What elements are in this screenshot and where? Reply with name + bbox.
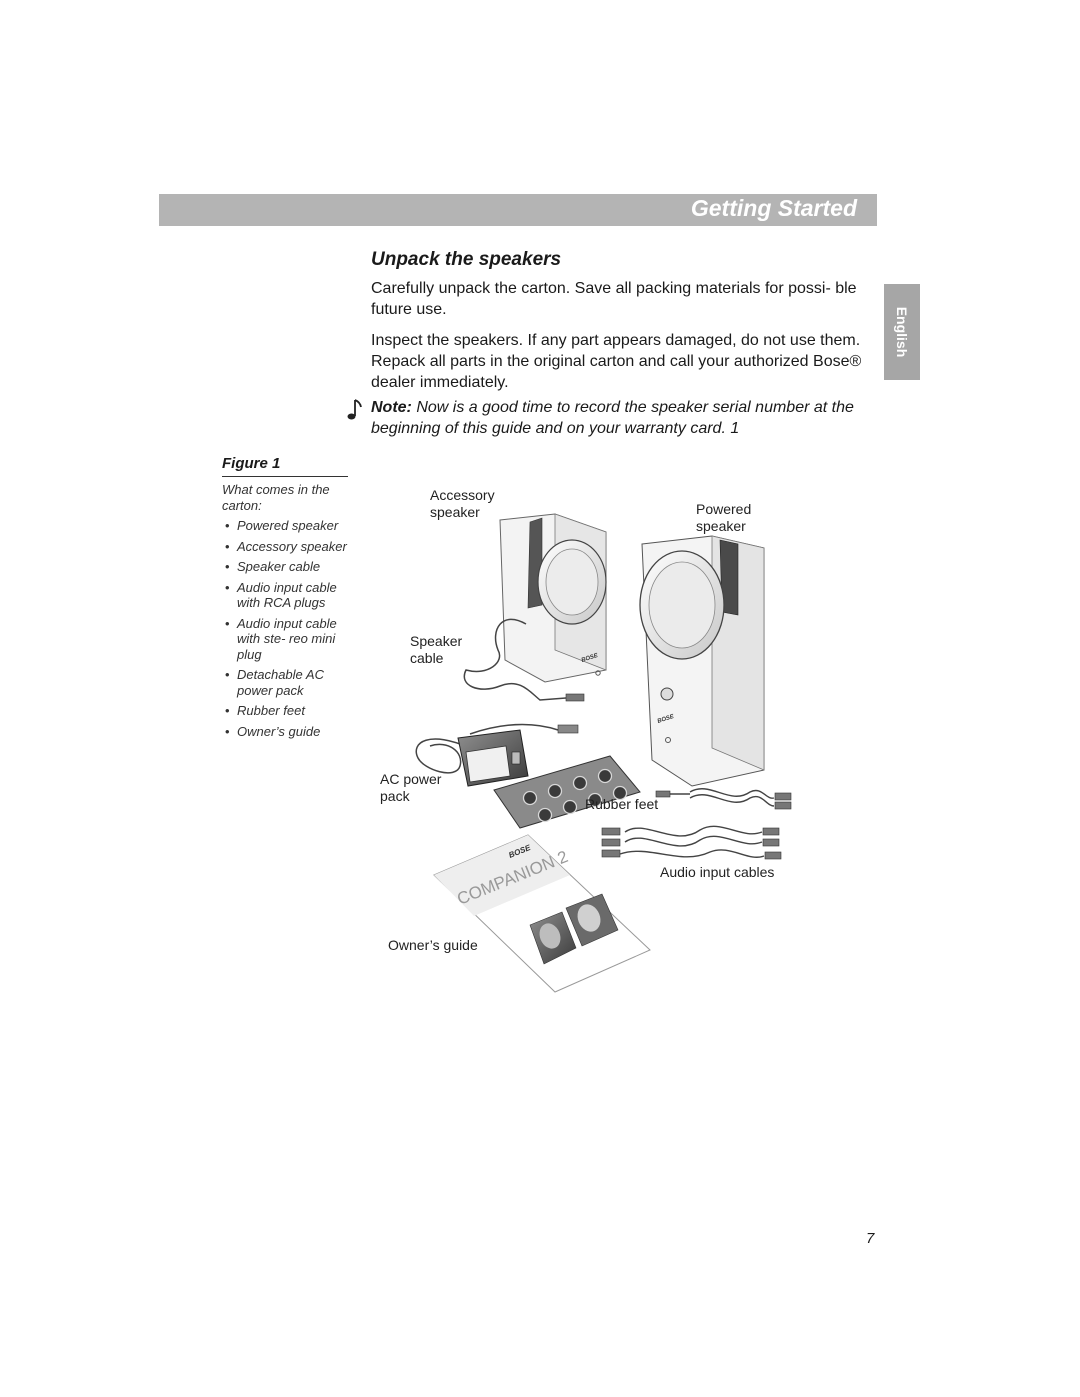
section-header-bar: Getting Started [159, 194, 877, 226]
ac-power-pack-image [415, 723, 579, 787]
page-number: 7 [866, 1230, 875, 1247]
bose-logo-powered: BOSE [657, 714, 676, 725]
caption-item: Audio input cable with RCA plugs [222, 580, 350, 611]
speaker-cable-image [463, 618, 567, 701]
figure-caption: What comes in the carton: Powered speake… [222, 482, 350, 739]
caption-item: Accessory speaker [222, 539, 350, 555]
caption-item: Audio input cable with ste- reo mini plu… [222, 616, 350, 663]
caption-item: Owner’s guide [222, 724, 350, 740]
label-powered-speaker: Powered speaker [696, 501, 752, 534]
unpack-paragraph: Carefully unpack the carton. Save all pa… [371, 280, 857, 318]
figure-rule [222, 476, 348, 477]
caption-item: Detachable AC power pack [222, 667, 350, 698]
audio-input-cables-image [619, 788, 775, 858]
note-label: Note: [371, 399, 412, 416]
bose-logo-accessory: BOSE [581, 653, 600, 664]
label-ac-power-pack: AC power pack [380, 771, 442, 804]
label-rubber-feet: Rubber feet [585, 796, 659, 812]
header-title: Getting Started [690, 195, 857, 221]
note-body: Now is a good time to record the speaker… [371, 399, 854, 437]
caption-intro: What comes in the carton: [222, 482, 330, 513]
caption-item-list: Powered speaker Accessory speaker Speake… [222, 518, 350, 739]
owners-guide-image: COMPANION 2 BOSE [433, 834, 651, 993]
figure-label: Figure 1 [222, 455, 281, 472]
music-note-icon [347, 399, 362, 420]
label-owners-guide: Owner’s guide [388, 937, 478, 953]
caption-item: Rubber feet [222, 703, 350, 719]
accessory-speaker-image: BOSE [499, 513, 607, 683]
caption-item: Powered speaker [222, 518, 350, 534]
inspect-paragraph: Inspect the speakers. If any part appear… [371, 332, 862, 391]
language-tab-label: English [894, 306, 910, 358]
rubber-feet-image [493, 755, 641, 829]
carton-contents-illustration: BOSE BOSE [415, 513, 792, 993]
powered-speaker-image: BOSE [639, 535, 765, 787]
section-title: Unpack the speakers [371, 249, 562, 270]
label-accessory-speaker: Accessory speaker [430, 487, 495, 520]
label-speaker-cable: Speaker cable [410, 633, 463, 666]
language-tab: English [884, 284, 920, 380]
label-audio-input-cables: Audio input cables [660, 864, 775, 880]
caption-item: Speaker cable [222, 559, 350, 575]
note-text: Note: Now is a good time to record the s… [371, 397, 881, 439]
